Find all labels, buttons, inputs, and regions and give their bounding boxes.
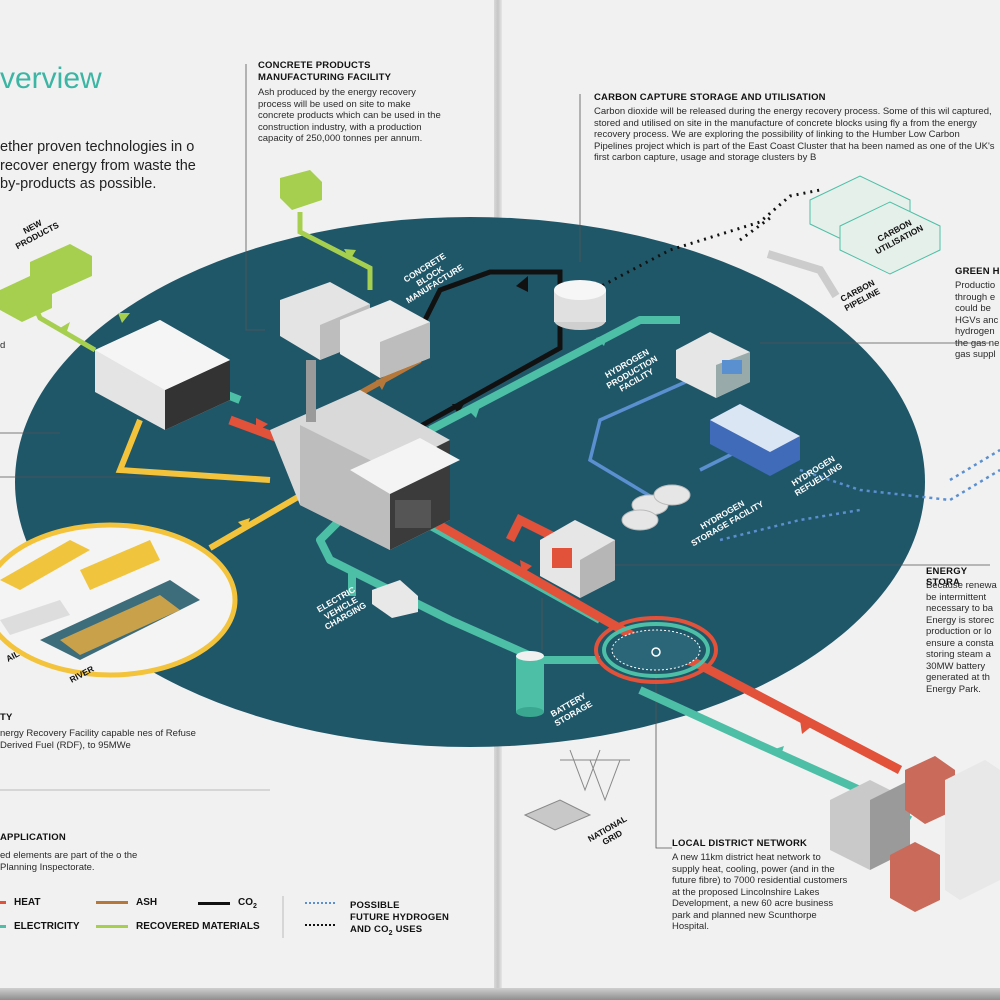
legend-co2: CO2 (198, 897, 257, 910)
green-h-heading: GREEN H (955, 266, 1000, 277)
concrete-block-building (280, 282, 430, 378)
ccsu-heading: CARBON CAPTURE STORAGE AND UTILISATION (594, 92, 826, 103)
legend-ash: ASH (96, 897, 157, 908)
legend-co2-swatch (198, 902, 230, 905)
legend-possible: POSSIBLE FUTURE HYDROGEN AND CO2 USES (350, 900, 449, 940)
bottom-edge (0, 988, 1000, 1000)
district-heading: LOCAL DISTRICT NETWORK (672, 838, 808, 849)
rdf-reception-hall (95, 320, 230, 430)
energy-recovery-building (270, 360, 460, 550)
legend-possible-line1: POSSIBLE (350, 900, 400, 911)
logistics-hub (0, 522, 238, 678)
hydrogen-storage-tanks (621, 484, 691, 531)
future-hydrogen-dots (719, 448, 1000, 542)
intro-text: ether proven technologies in o recover e… (0, 139, 196, 192)
heat-arrows (256, 418, 812, 734)
erf-heading: TY (0, 712, 13, 723)
page-title: verview (0, 62, 102, 95)
district-body: A new 11km district heat network to supp… (672, 852, 848, 932)
national-grid-pylons (523, 749, 630, 831)
legend-recovered-label: RECOVERED MATERIALS (136, 921, 260, 932)
battery-storage-unit (516, 651, 544, 717)
concrete-body: Ash produced by the energy recovery proc… (258, 87, 441, 144)
legend-heat-swatch (0, 901, 6, 904)
legend-recovered: RECOVERED MATERIALS (96, 921, 260, 932)
energy-storage-body: Because renewa be intermittent necessary… (926, 580, 997, 695)
legend-recovered-swatch (96, 925, 128, 928)
concrete-heading-line2: MANUFACTURING FACILITY (258, 72, 392, 83)
legend-co2-sub: 2 (253, 903, 257, 910)
legend-possible-line2: FUTURE HYDROGEN (350, 912, 450, 923)
hydrogen-bus (710, 404, 800, 476)
legend-co2-label: CO (238, 897, 253, 908)
application-heading: APPLICATION (0, 832, 66, 843)
legend-possible-line3: AND CO (350, 924, 389, 935)
green-h-body: Productio through e could be HGVs anc hy… (955, 280, 1000, 360)
recovered-arrows (60, 249, 356, 334)
product-trucks (0, 244, 92, 322)
legend-ash-label: ASH (136, 897, 158, 908)
concrete-heading: CONCRETE PRODUCTS MANUFACTURING FACILITY (258, 60, 428, 84)
district-loop (594, 616, 718, 684)
legend-electricity: ELECTRICITY (0, 921, 80, 932)
carbon-pipeline (766, 250, 840, 299)
legend-heat: HEAT (0, 897, 40, 908)
forklift (280, 170, 322, 210)
legend-future-hydrogen-swatch (305, 902, 335, 904)
carbon-storage-tank (554, 280, 606, 330)
ev-charger-and-car (348, 570, 418, 618)
legend-electricity-label: ELECTRICITY (14, 921, 80, 932)
energy-storage-building (540, 520, 615, 598)
legend-possible-line3b: USES (392, 924, 423, 935)
carbon-utilisation-greenhouses (809, 175, 941, 275)
ccsu-body: Carbon dioxide will be released during t… (594, 106, 995, 163)
legend-heat-label: HEAT (14, 897, 41, 908)
rdf-flow (115, 418, 312, 551)
district-buildings (830, 756, 1000, 912)
application-body: ed elements are part of the o the Planni… (0, 850, 138, 873)
hydrogen-production-building (676, 332, 750, 398)
side-fragment: d (0, 340, 6, 351)
legend-future-co2-swatch (305, 924, 335, 926)
erf-body: nergy Recovery Facility capable nes of R… (0, 728, 196, 751)
concrete-heading-line1: CONCRETE PRODUCTS (258, 60, 371, 71)
legend-electricity-swatch (0, 925, 6, 928)
legend-ash-swatch (96, 901, 128, 904)
legend-possible-sub: 2 (388, 929, 393, 937)
energy-storage-heading: ENERGY STORA (926, 566, 968, 588)
